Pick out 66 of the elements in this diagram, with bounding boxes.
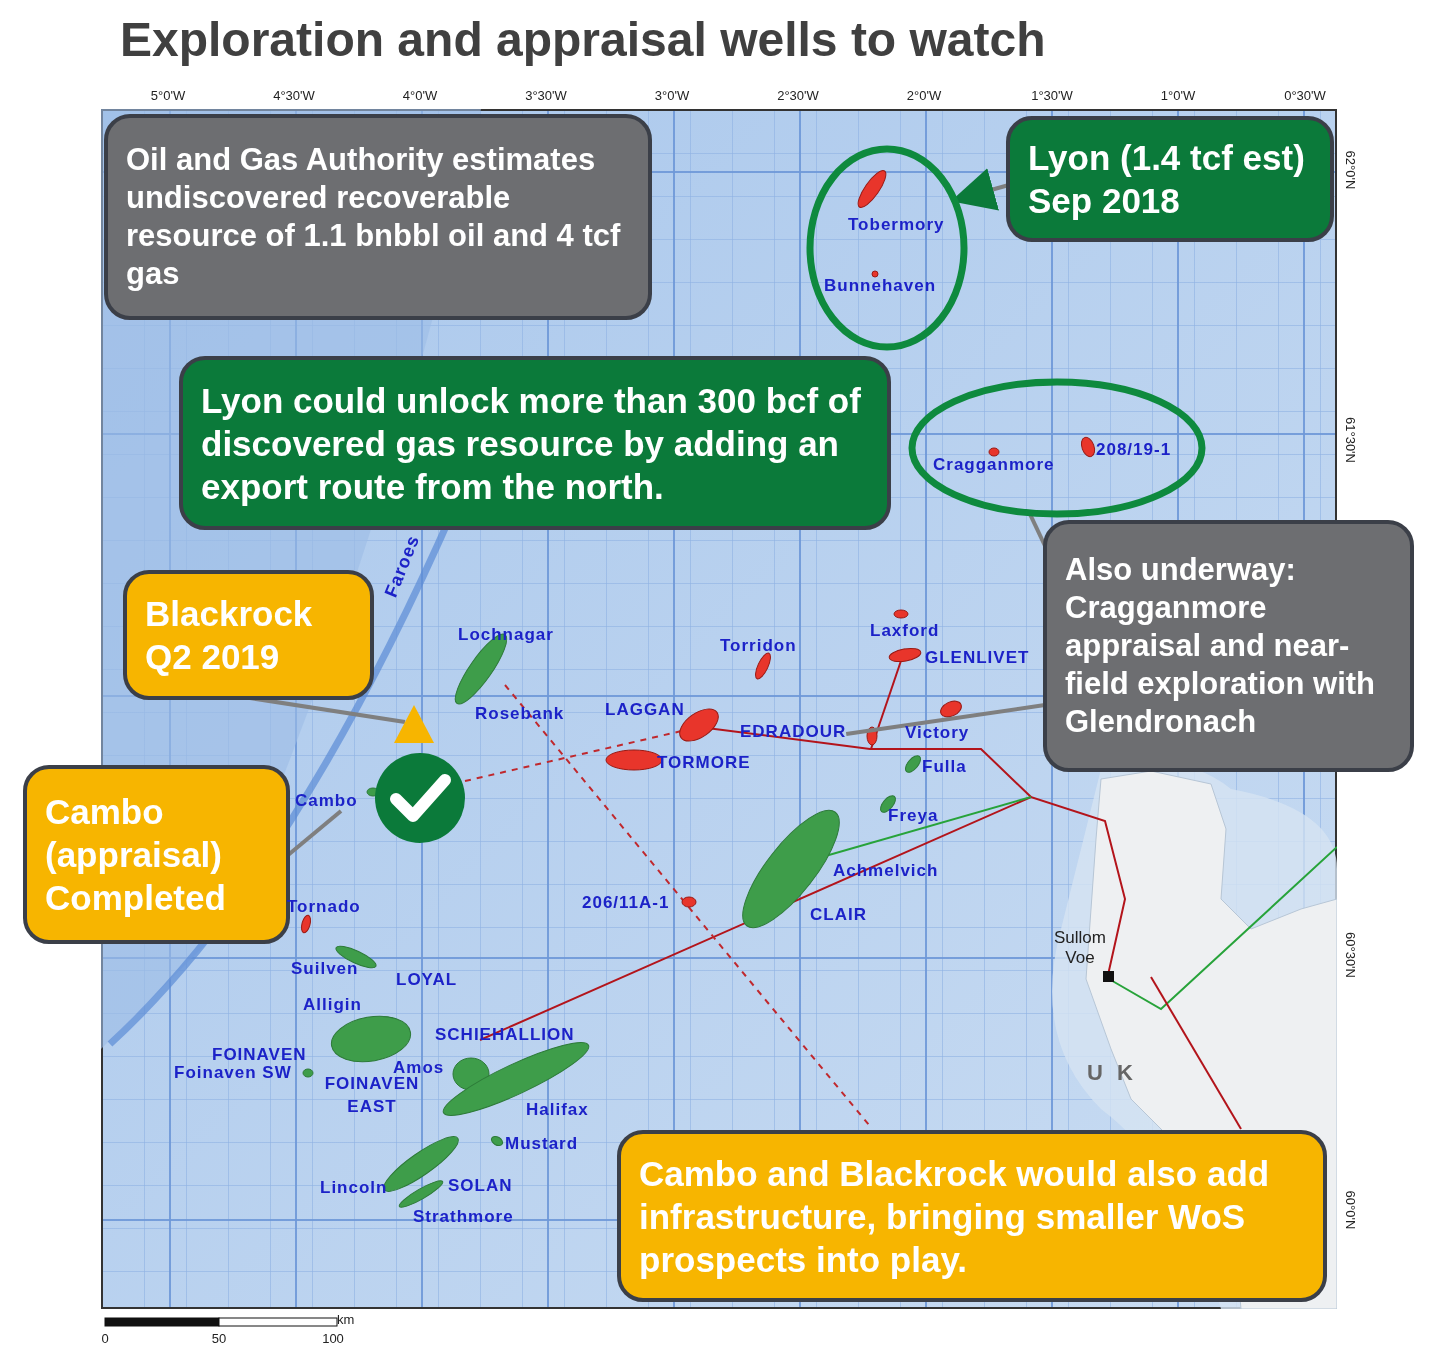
callout-box — [104, 114, 652, 320]
field-label: Torridon — [720, 636, 797, 656]
field-label: TORMORE — [657, 753, 751, 773]
axis-tick-label: 5°0'W — [150, 88, 186, 103]
field-label: Victory — [905, 723, 970, 743]
field-label: Freya — [888, 806, 939, 826]
axis-tick-label: 1°0'W — [1160, 88, 1196, 103]
axis-tick-label: 61°30'N — [1342, 417, 1358, 463]
field-label: LOYAL — [396, 970, 458, 990]
field-label: Rosebank — [475, 704, 565, 724]
axis-tick-label: 1°30'W — [1031, 88, 1073, 103]
axis-tick-label: 60°30'N — [1342, 932, 1358, 978]
field-label: SOLAN — [448, 1176, 513, 1196]
scale-label: 0 — [101, 1331, 109, 1346]
axis-tick-label: 3°0'W — [654, 88, 690, 103]
highlight-ellipse — [806, 145, 968, 351]
field-label: 206/11A-1 — [582, 893, 670, 913]
field-label: Halifax — [526, 1100, 589, 1120]
callout-box — [123, 570, 374, 700]
field-label: LAGGAN — [605, 700, 685, 720]
axis-tick-label: 2°0'W — [906, 88, 942, 103]
callout-text: Sep 2018 — [1028, 180, 1181, 222]
field-label: CLAIR — [810, 905, 867, 925]
axis-tick-label: 60°0'N — [1342, 1190, 1358, 1230]
callout-text: Lyon (1.4 tcf est) — [1028, 137, 1306, 179]
place-label: Sullom Voe — [1053, 928, 1107, 968]
triangle-icon — [393, 703, 435, 745]
field-label: EDRADOUR — [740, 722, 847, 742]
axis-tick-label: 4°30'W — [273, 88, 315, 103]
callout-box — [1006, 116, 1334, 242]
callout-box — [617, 1130, 1327, 1302]
highlight-ellipse — [908, 378, 1206, 518]
title: Exploration and appraisal wells to watch — [120, 12, 1046, 67]
axis-tick-label: 0°30'W — [1284, 88, 1326, 103]
field-label: Lincoln — [320, 1178, 388, 1198]
scale-label: km — [337, 1312, 355, 1327]
callout-text: Blackrock Q2 2019 — [145, 593, 314, 678]
callout-text: Lyon could unlock more than 300 bcf of discovered gas resource by adding an export route from the north. — [201, 379, 862, 508]
field-label: Mustard — [505, 1134, 579, 1154]
field-label: Tobermory — [848, 215, 945, 235]
field-label: Bunnehaven — [824, 276, 937, 296]
callout-text: Cambo (appraisal) Completed — [45, 791, 227, 919]
axis-tick-label: 62°0'N — [1342, 150, 1358, 190]
field-label: GLENLIVET — [925, 648, 1030, 668]
place-label: U K — [1087, 1063, 1137, 1083]
scale-label: 50 — [211, 1331, 227, 1346]
field-label: Fulla — [922, 757, 967, 777]
field-label: Lochnagar — [458, 625, 554, 645]
callout-text: Also underway: Cragganmore appraisal and near-field exploration with Glendronach — [1065, 551, 1376, 741]
field-label: Alligin — [303, 995, 362, 1015]
field-label: Foinaven SW — [174, 1063, 292, 1083]
callout-text: Oil and Gas Authority estimates undiscovered recoverable resource of 1.1 bnbbl oil and 4 tcf gas — [126, 141, 622, 293]
field-label: Cragganmore — [933, 455, 1055, 475]
field-label: Cambo — [295, 791, 358, 811]
axis-tick-label: 2°30'W — [777, 88, 819, 103]
field-label: FOINAVEN — [212, 1045, 307, 1065]
callout-box — [1043, 520, 1414, 772]
field-label: Laxford — [870, 621, 940, 641]
axis-tick-label: 3°30'W — [525, 88, 567, 103]
field-label: Suilven — [291, 959, 359, 979]
scale-label: 100 — [322, 1331, 344, 1346]
field-label: Strathmore — [413, 1207, 514, 1227]
callout-text: Cambo and Blackrock would also add infrastructure, bringing smaller WoS prospects into play. — [639, 1152, 1271, 1281]
axis-tick-label: 4°0'W — [402, 88, 438, 103]
field-label: 208/19-1 — [1096, 440, 1172, 460]
callout-box — [179, 356, 891, 530]
